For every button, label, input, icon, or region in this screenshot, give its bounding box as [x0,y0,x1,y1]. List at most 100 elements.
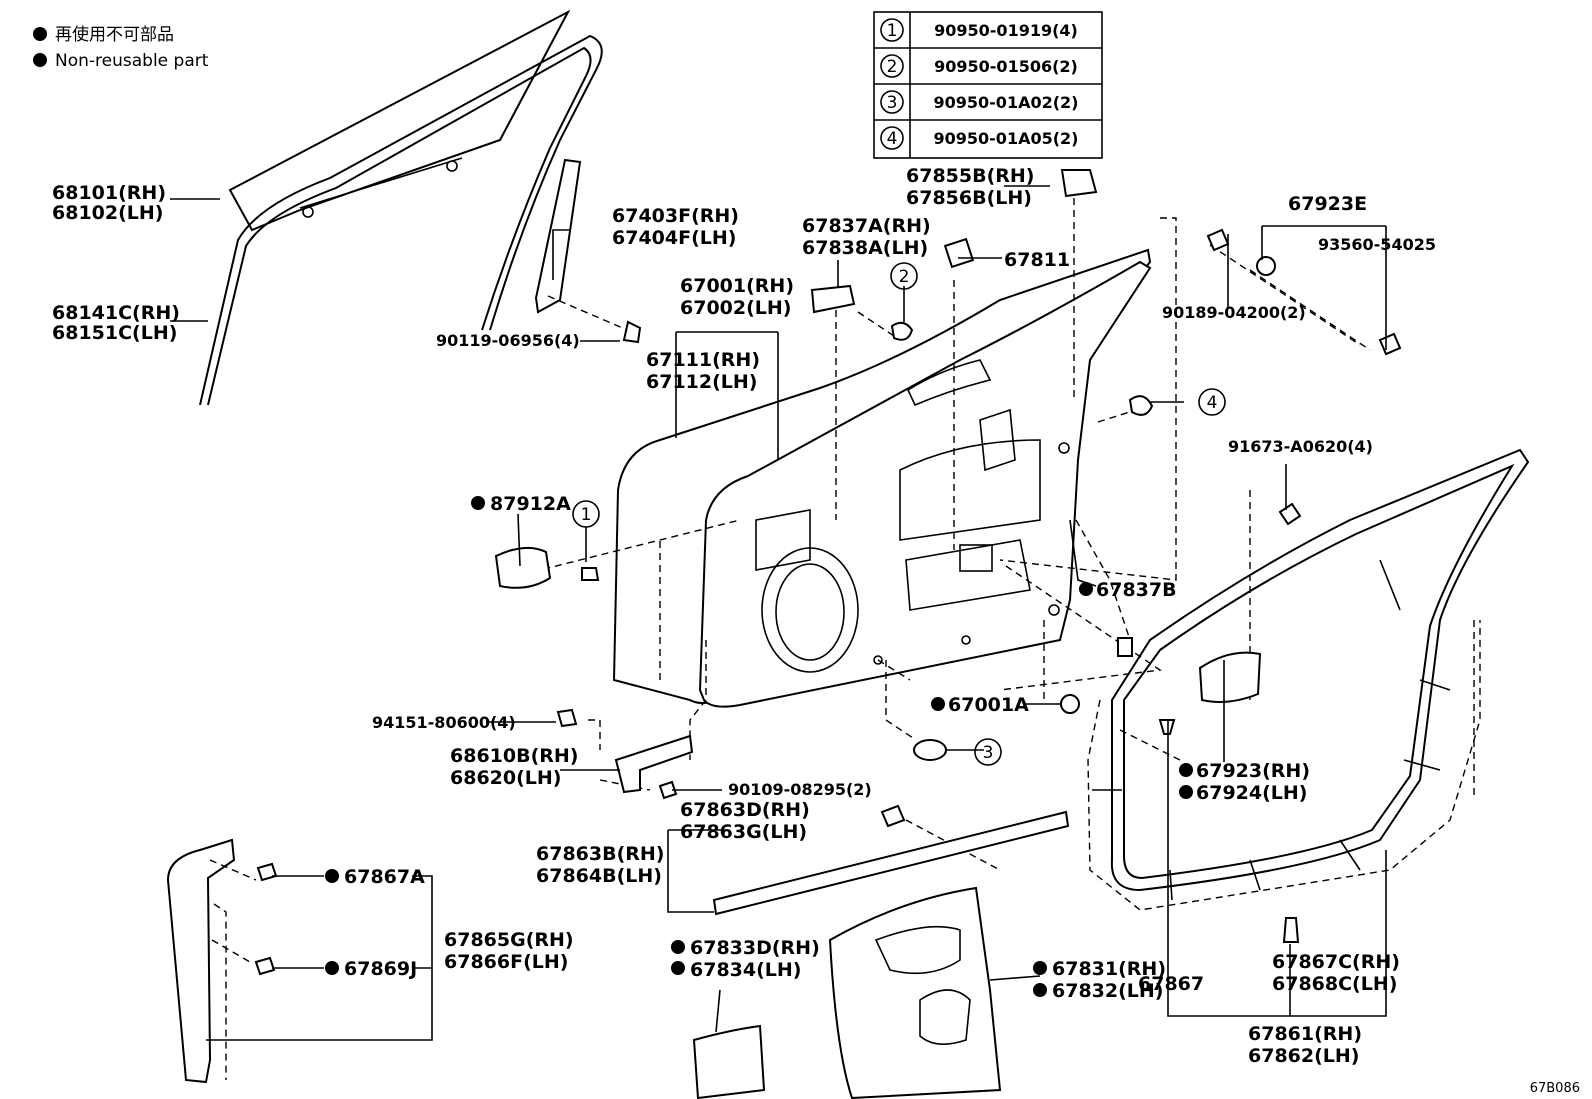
label-68151c: 68151C(LH) [52,322,177,344]
label-67834: 67834(LH) [690,959,801,981]
non-reusable-dot-icon [325,961,339,975]
label-68141c: 68141C(RH) [52,302,180,324]
hole-plug-87912a [494,546,552,589]
svg-text:1: 1 [887,21,898,41]
plug-1 [581,567,600,581]
bolt-90109 [658,780,678,800]
clip-67867c [1282,917,1300,943]
non-reusable-dot-icon [33,27,47,41]
label-67868c: 67868C(LH) [1272,973,1397,995]
svg-text:4: 4 [887,129,898,149]
front-door-panel [612,248,1152,708]
label-67869j: 67869J [344,958,417,980]
callout-2: 2 [890,262,918,290]
non-reusable-dot-icon [1033,961,1047,975]
solid-leaders [170,185,1387,1041]
service-hole-cover [828,886,1002,1099]
legend-ja: 再使用不可部品 [55,24,174,45]
screw-93560 [1378,332,1402,356]
label-67001: 67001(RH) [680,275,794,297]
label-67831: 67831(RH) [1052,958,1166,980]
label-94151: 94151-80600(4) [372,713,516,732]
label-68102: 68102(LH) [52,202,163,224]
pad-67833d [692,1024,766,1099]
label-67866f: 67866F(LH) [444,951,568,973]
clip-67867 [1158,719,1176,735]
label-67811: 67811 [1004,249,1070,271]
label-67867c: 67867C(RH) [1272,951,1400,973]
clip-67863d [880,804,906,828]
label-67865g: 67865G(RH) [444,929,574,951]
non-reusable-dot-icon [471,496,485,510]
label-68101: 68101(RH) [52,182,166,204]
plug-67001a [1060,694,1080,714]
svg-text:3: 3 [887,93,898,113]
bracket-67855b [1060,169,1098,198]
label-67863b: 67863B(RH) [536,843,664,865]
non-reusable-dot-icon [1179,763,1193,777]
label-67864b: 67864B(LH) [536,865,662,887]
label-68620: 68620(LH) [450,767,561,789]
clip-67837b [1117,637,1133,657]
clip-67867a [256,862,278,882]
label-68610b: 68610B(RH) [450,745,578,767]
svg-text:90950-01A02(2): 90950-01A02(2) [934,93,1079,112]
non-reusable-markers [325,496,1193,997]
svg-text:90950-01919(4): 90950-01919(4) [934,21,1078,40]
label-67833d: 67833D(RH) [690,937,820,959]
svg-text:2: 2 [899,267,910,287]
pad-67811 [943,237,975,269]
callout-4: 4 [1198,388,1226,416]
non-reusable-dot-icon [931,697,945,711]
non-reusable-dot-icon [1079,582,1093,596]
table-row: 1 90950-01919(4) [880,18,1078,42]
stud-90189 [1206,228,1230,252]
label-90119: 90119-06956(4) [436,331,580,350]
label-67838a: 67838A(LH) [802,237,928,259]
legend: 再使用不可部品 Non-reusable part [33,24,209,71]
fasteners [254,169,1402,976]
grommet-2 [890,321,914,341]
table-row: 2 90950-01506(2) [880,54,1078,78]
callout-3: 3 [974,738,1002,766]
label-67837a: 67837A(RH) [802,215,931,237]
svg-text:3: 3 [983,743,994,763]
nut-67923e [1256,256,1276,276]
label-67923e: 67923E [1288,193,1367,215]
label-67404f: 67404F(LH) [612,227,736,249]
label-67867a: 67867A [344,866,425,888]
label-67403f: 67403F(RH) [612,205,739,227]
label-87912a: 87912A [490,493,571,515]
table-row: 3 90950-01A02(2) [880,90,1079,114]
label-67867: 67867 [1138,973,1204,995]
diagram-reference: 67B086 [1530,1081,1580,1096]
label-67863d: 67863D(RH) [680,799,810,821]
legend-en: Non-reusable part [55,51,209,71]
label-67862: 67862(LH) [1248,1045,1359,1067]
label-90189: 90189-04200(2) [1162,303,1306,322]
svg-text:1: 1 [581,505,592,525]
belt-moulding [712,810,1070,916]
parts-table: 1 90950-01919(4) 2 90950-01506(2) 3 9095… [873,11,1103,159]
label-67832: 67832(LH) [1052,980,1163,1002]
door-frame-seal [166,838,257,1084]
door-glass [228,9,571,232]
svg-text:90950-01A05(2): 90950-01A05(2) [934,129,1079,148]
cover-67923 [1198,651,1262,703]
non-reusable-dot-icon [1179,785,1193,799]
label-67111: 67111(RH) [646,349,760,371]
label-67924: 67924(LH) [1196,782,1307,804]
label-91673: 91673-A0620(4) [1228,437,1373,456]
grommet-4 [1128,395,1154,416]
label-67002: 67002(LH) [680,297,791,319]
door-weatherstrip [1087,448,1530,911]
non-reusable-dot-icon [1033,983,1047,997]
nut-94151 [556,708,578,728]
callout-1: 1 [572,500,600,528]
leader-lines [519,198,1475,871]
svg-text:4: 4 [1207,393,1218,413]
bolt-91673 [1278,502,1302,526]
clip-67869j [254,956,276,976]
non-reusable-dot-icon [671,961,685,975]
